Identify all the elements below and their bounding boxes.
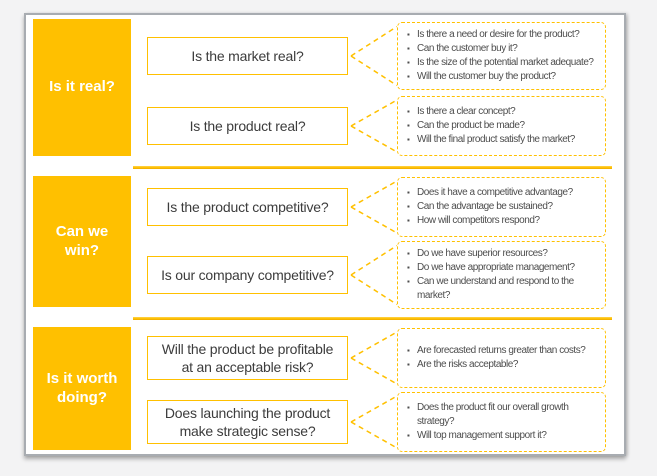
- criteria-item: Does the product fit our overall growth …: [406, 401, 602, 429]
- criteria-item: Are forecasted returns greater than cost…: [406, 344, 602, 358]
- criteria-item: Is the size of the potential market adeq…: [406, 56, 602, 70]
- section-is-it-worth-doing: Is it worth doing? Will the product be p…: [26, 324, 622, 456]
- question-row: Will the product be profitable at an acc…: [147, 328, 606, 388]
- criteria-box: Do we have superior resources? Do we hav…: [397, 241, 606, 309]
- callout-connector-icon: [348, 392, 397, 452]
- criteria-item: Can the product be made?: [406, 119, 602, 133]
- category-label: Is it worth doing?: [46, 369, 118, 406]
- section-content: Is the market real? Is there a need or d…: [131, 16, 622, 162]
- criteria-item: Can we understand and respond to the mar…: [406, 275, 602, 303]
- criteria-item: How will competitors respond?: [406, 214, 602, 228]
- category-box: Can we win?: [33, 176, 131, 307]
- section-divider: [133, 166, 612, 169]
- criteria-item: Is there a need or desire for the produc…: [406, 28, 602, 42]
- criteria-list: Does it have a competitive advantage? Ca…: [406, 186, 602, 228]
- question-row: Is the product competitive? Does it have…: [147, 177, 606, 237]
- criteria-item: Will the customer buy the product?: [406, 70, 602, 84]
- question-box: Will the product be profitable at an acc…: [147, 335, 348, 381]
- section-content: Is the product competitive? Does it have…: [131, 173, 622, 313]
- question-row: Is the product real? Is there a clear co…: [147, 96, 606, 156]
- criteria-item: Will top management support it?: [406, 429, 602, 443]
- section-can-we-win: Can we win? Is the product competitive? …: [26, 173, 622, 313]
- criteria-item: Will the final product satisfy the marke…: [406, 133, 602, 147]
- criteria-item: Do we have superior resources?: [406, 247, 602, 261]
- criteria-box: Is there a clear concept? Can the produc…: [397, 96, 606, 156]
- criteria-list: Is there a clear concept? Can the produc…: [406, 105, 602, 147]
- section-content: Will the product be profitable at an acc…: [131, 324, 622, 456]
- criteria-item: Are the risks acceptable?: [406, 358, 602, 372]
- criteria-list: Does the product fit our overall growth …: [406, 401, 602, 443]
- category-box: Is it real?: [33, 19, 131, 156]
- question-box: Is the product competitive?: [147, 188, 348, 226]
- diagram-frame: Is it real? Is the market real? Is there…: [24, 13, 626, 456]
- criteria-box: Are forecasted returns greater than cost…: [397, 328, 606, 388]
- criteria-item: Is there a clear concept?: [406, 105, 602, 119]
- callout-connector-icon: [348, 328, 397, 388]
- callout-connector-icon: [348, 241, 397, 309]
- section-is-it-real: Is it real? Is the market real? Is there…: [26, 16, 622, 162]
- category-label: Is it real?: [49, 78, 115, 96]
- criteria-box: Does the product fit our overall growth …: [397, 392, 606, 452]
- question-row: Is the market real? Is there a need or d…: [147, 22, 606, 90]
- criteria-list: Do we have superior resources? Do we hav…: [406, 247, 602, 303]
- question-box: Is our company competitive?: [147, 256, 348, 294]
- criteria-item: Can the advantage be sustained?: [406, 200, 602, 214]
- category-label: Can we win?: [55, 222, 109, 259]
- section-divider: [133, 317, 612, 320]
- question-box: Is the market real?: [147, 37, 348, 75]
- criteria-item: Can the customer buy it?: [406, 42, 602, 56]
- callout-connector-icon: [348, 177, 397, 237]
- criteria-box: Does it have a competitive advantage? Ca…: [397, 177, 606, 237]
- question-row: Does launching the product make strategi…: [147, 392, 606, 452]
- criteria-item: Does it have a competitive advantage?: [406, 186, 602, 200]
- criteria-box: Is there a need or desire for the produc…: [397, 22, 606, 90]
- question-box: Is the product real?: [147, 107, 348, 145]
- callout-connector-icon: [348, 22, 397, 90]
- question-row: Is our company competitive? Do we have s…: [147, 241, 606, 309]
- criteria-item: Do we have appropriate management?: [406, 261, 602, 275]
- criteria-list: Is there a need or desire for the produc…: [406, 28, 602, 84]
- question-box: Does launching the product make strategi…: [147, 399, 348, 445]
- category-box: Is it worth doing?: [33, 327, 131, 450]
- criteria-list: Are forecasted returns greater than cost…: [406, 344, 602, 372]
- callout-connector-icon: [348, 96, 397, 156]
